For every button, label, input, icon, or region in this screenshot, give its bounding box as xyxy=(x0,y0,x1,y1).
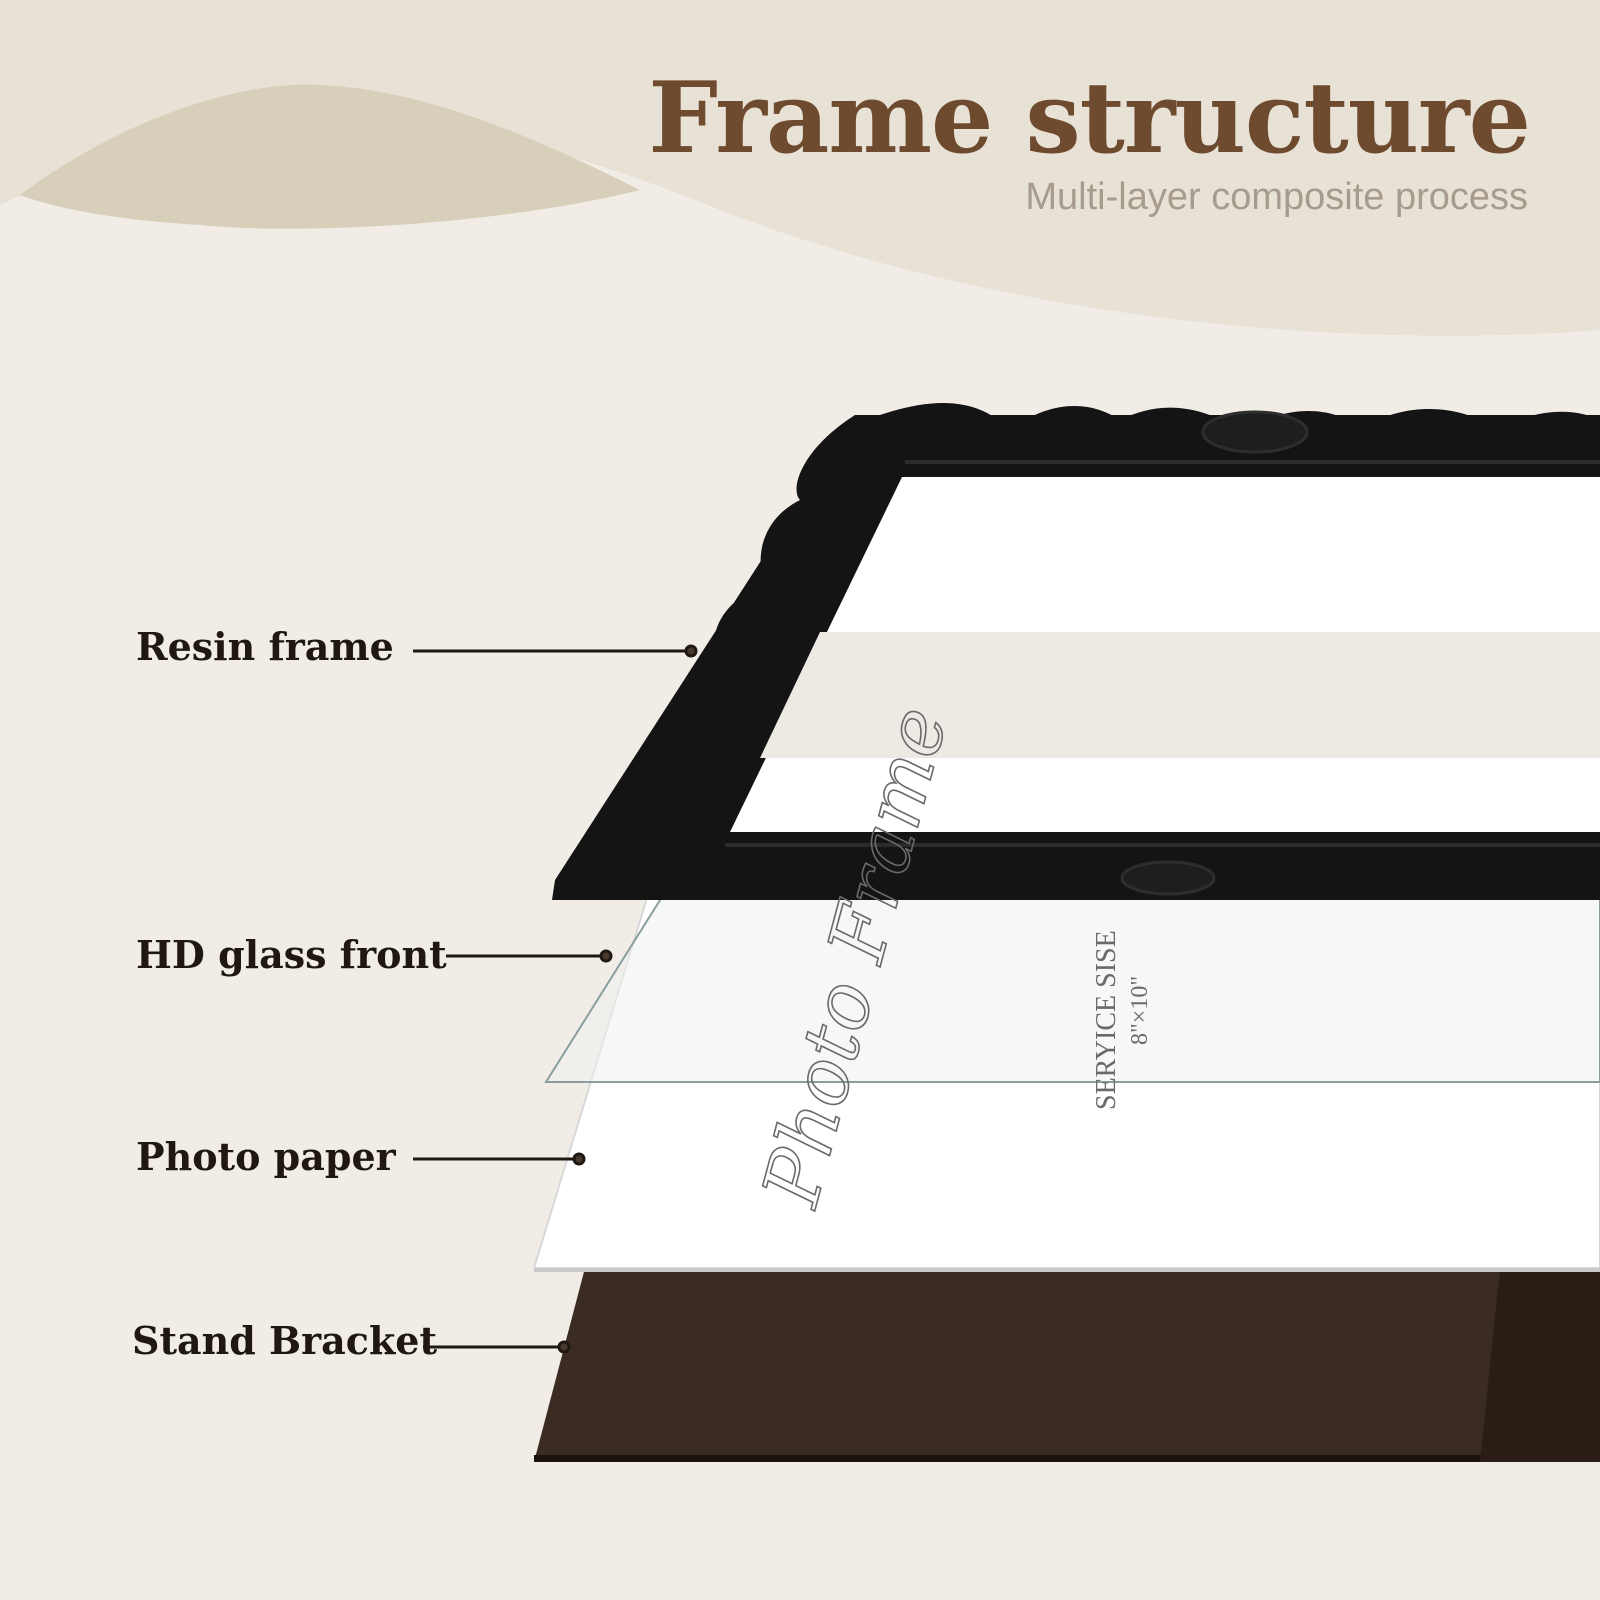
background-wave xyxy=(0,0,1600,336)
stand-bracket-edge xyxy=(534,1455,1600,1462)
resin-frame xyxy=(552,403,1600,900)
stand-bracket-shade xyxy=(1480,1268,1600,1462)
leader-lines xyxy=(413,644,698,1354)
leader-dot-photo-paper xyxy=(572,1152,586,1166)
layer-label-photo-paper: Photo paper xyxy=(136,1134,396,1179)
frame-opening-shade xyxy=(760,632,1600,758)
paper-size-label: 8"×10" xyxy=(1127,976,1153,1045)
layer-label-glass-front: HD glass front xyxy=(136,932,447,977)
paper-service-label: SERYICE SISE xyxy=(1091,930,1122,1110)
photo-paper-shadow xyxy=(534,1268,1600,1272)
leader-dot-resin-frame xyxy=(684,644,698,658)
accent-wave xyxy=(20,84,640,229)
page-title: Frame structure xyxy=(648,61,1531,176)
page-subtitle: Multi-layer composite process xyxy=(1025,176,1528,218)
stand-bracket-board xyxy=(534,1268,1600,1462)
layer-label-resin-frame: Resin frame xyxy=(136,624,394,669)
layer-label-stand-bracket: Stand Bracket xyxy=(132,1318,438,1363)
leader-dot-glass-front xyxy=(599,949,613,963)
leader-dot-stand-bracket xyxy=(557,1340,571,1354)
